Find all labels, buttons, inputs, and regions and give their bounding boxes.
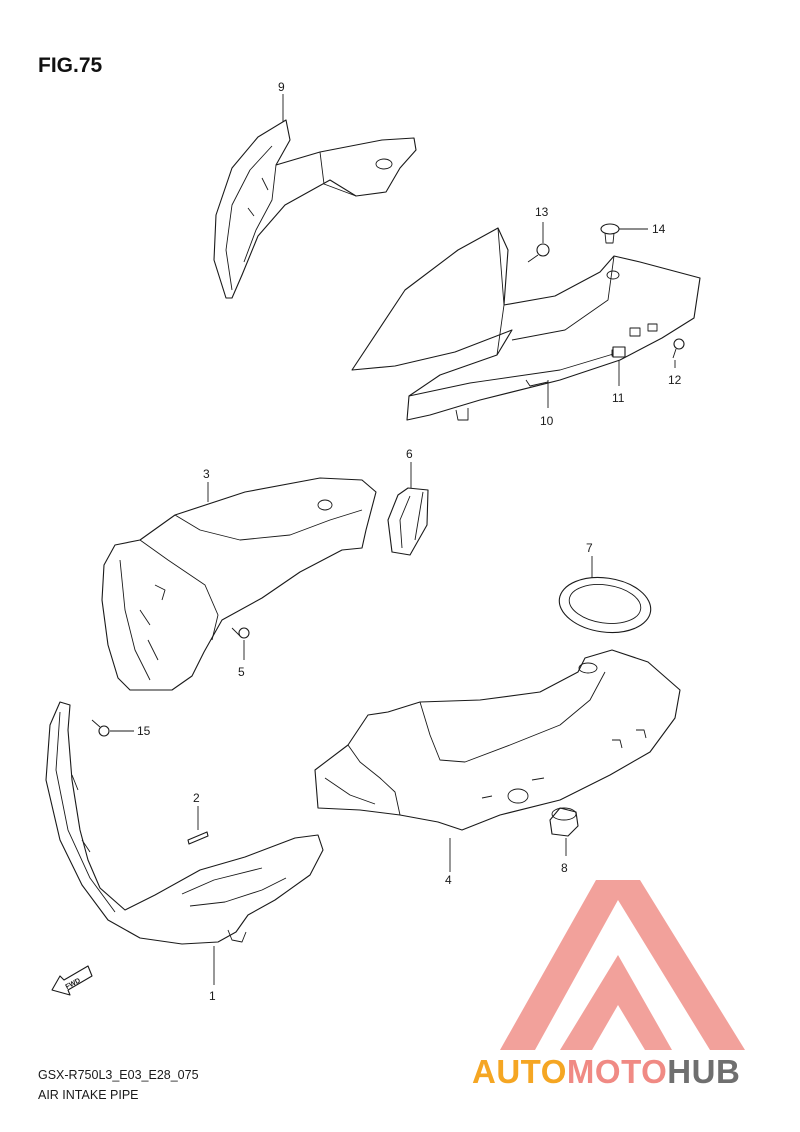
callout-3: 3	[203, 467, 210, 481]
fwd-arrow-icon: FWD	[51, 965, 93, 996]
part-10-side-cover	[351, 227, 701, 421]
part-3-air-duct	[101, 477, 377, 691]
part-13-screw	[527, 222, 550, 263]
part-12-screw	[672, 338, 685, 368]
part-5-clip	[231, 627, 250, 660]
callout-9: 9	[278, 80, 285, 94]
part-9-upper-inner-cover	[213, 94, 417, 299]
callout-15: 15	[137, 724, 151, 738]
figure-title: FIG.75	[38, 54, 103, 77]
model-code: GSX-R750L3_E03_E28_075	[38, 1068, 199, 1082]
part-7-seal-ring	[558, 556, 652, 634]
part-15-screw	[91, 719, 134, 737]
callout-13: 13	[535, 205, 549, 219]
callout-10: 10	[540, 414, 554, 428]
callout-6: 6	[406, 447, 413, 461]
callout-2: 2	[193, 791, 200, 805]
part-14-fastener	[600, 223, 648, 244]
callout-7: 7	[586, 541, 593, 555]
callout-5: 5	[238, 665, 245, 679]
callout-1: 1	[209, 989, 216, 1003]
callout-14: 14	[652, 222, 666, 236]
watermark-text: AUTOMOTOHUB	[472, 1053, 740, 1090]
part-1-front-frame	[45, 701, 324, 985]
section-name: AIR INTAKE PIPE	[38, 1088, 139, 1102]
callout-4: 4	[445, 873, 452, 887]
watermark-hub: HUB	[667, 1053, 740, 1090]
watermark-auto: AUTO	[472, 1053, 567, 1090]
callout-12: 12	[668, 373, 682, 387]
watermark-moto: MOTO	[567, 1053, 667, 1090]
part-8-cushion	[549, 807, 579, 856]
watermark-logo	[500, 880, 745, 1050]
callout-8: 8	[561, 861, 568, 875]
part-11-clip	[612, 346, 626, 386]
part-4-air-duct	[314, 649, 681, 872]
part-2-label	[187, 806, 209, 845]
callout-11: 11	[612, 391, 625, 405]
part-6-seal	[387, 462, 429, 556]
